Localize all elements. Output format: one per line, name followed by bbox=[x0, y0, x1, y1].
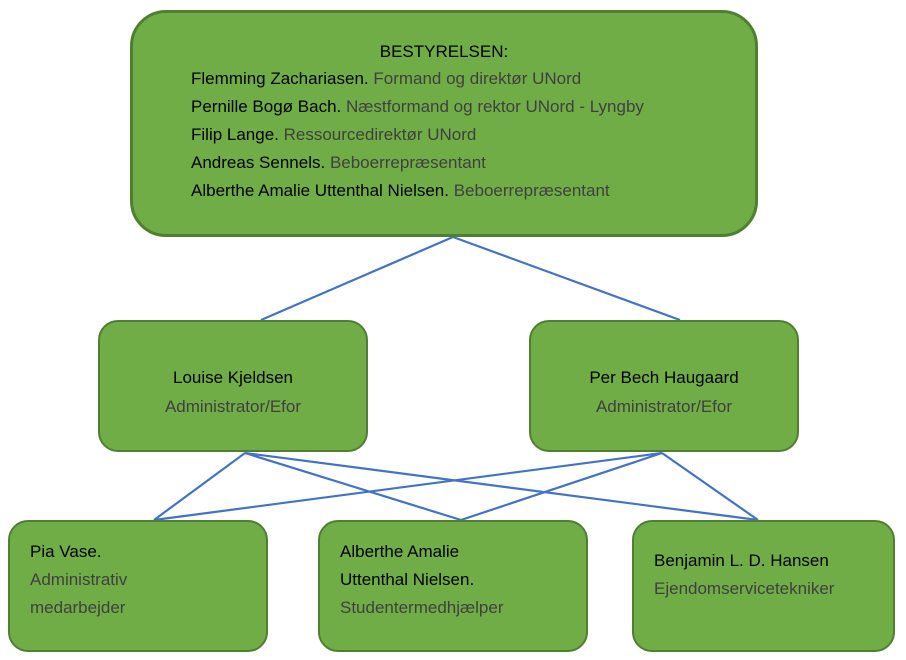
connector-admin-left-staff-1 bbox=[153, 452, 246, 521]
staff-role: medarbejder bbox=[30, 598, 126, 617]
staff-role: Studentermedhjælper bbox=[340, 598, 504, 617]
staff-role: Ejendomservicetekniker bbox=[654, 579, 835, 598]
staff-box-alberthe-nielsen: Alberthe Amalie Uttenthal Nielsen. Stude… bbox=[318, 520, 588, 652]
board-member-role: Ressourcedirektør UNord bbox=[283, 125, 477, 144]
board-member-role: Næstformand og rektor UNord - Lyngby bbox=[345, 97, 644, 116]
board-box: BESTYRELSEN: Flemming Zachariasen. Forma… bbox=[130, 10, 758, 237]
board-member-role: Formand og direktør UNord bbox=[373, 69, 582, 88]
staff-box-benjamin-hansen: Benjamin L. D. Hansen Ejendomservicetekn… bbox=[632, 520, 895, 652]
connector-board-admin-right bbox=[452, 235, 681, 322]
administrator-role: Administrator/Efor bbox=[164, 397, 302, 416]
administrator-box-right: Per Bech Haugaard Administrator/Efor bbox=[529, 320, 799, 452]
staff-box-pia-vase: Pia Vase. Administrativ medarbejder bbox=[8, 520, 268, 652]
connector-admin-left-staff-3 bbox=[244, 451, 759, 522]
staff-name: Uttenthal Nielsen. bbox=[340, 570, 475, 589]
connector-admin-right-staff-3 bbox=[661, 452, 759, 521]
staff-role: Administrativ bbox=[30, 570, 128, 589]
board-member-name: Pernille Bogø Bach. bbox=[191, 97, 342, 116]
connector-admin-left-staff-2 bbox=[244, 451, 462, 522]
board-member-name: Andreas Sennels. bbox=[191, 153, 326, 172]
administrator-name: Per Bech Haugaard bbox=[589, 368, 739, 387]
board-member-role: Beboerrepræsentant bbox=[453, 181, 610, 200]
staff-name: Alberthe Amalie bbox=[340, 542, 460, 561]
board-member: Filip Lange. Ressourcedirektør UNord bbox=[191, 124, 644, 152]
connector-admin-right-staff-2 bbox=[460, 451, 663, 522]
administrator-box-left: Louise Kjeldsen Administrator/Efor bbox=[98, 320, 368, 452]
board-member-role: Beboerrepræsentant bbox=[329, 153, 486, 172]
board-member-list: Flemming Zachariasen. Formand og direktø… bbox=[191, 68, 644, 208]
connector-admin-right-staff-1 bbox=[153, 451, 663, 522]
board-member-name: Flemming Zachariasen. bbox=[191, 69, 369, 88]
board-member: Alberthe Amalie Uttenthal Nielsen. Beboe… bbox=[191, 180, 644, 208]
board-member: Pernille Bogø Bach. Næstformand og rekto… bbox=[191, 96, 644, 124]
staff-name: Pia Vase. bbox=[30, 542, 102, 561]
staff-name: Benjamin L. D. Hansen bbox=[654, 551, 829, 570]
board-heading: BESTYRELSEN: bbox=[379, 42, 509, 61]
administrator-role: Administrator/Efor bbox=[595, 397, 733, 416]
board-member: Andreas Sennels. Beboerrepræsentant bbox=[191, 152, 644, 180]
board-member: Flemming Zachariasen. Formand og direktø… bbox=[191, 68, 644, 96]
connector-board-admin-left bbox=[260, 235, 454, 322]
board-member-name: Filip Lange. bbox=[191, 125, 279, 144]
board-member-name: Alberthe Amalie Uttenthal Nielsen. bbox=[191, 181, 449, 200]
administrator-name: Louise Kjeldsen bbox=[172, 368, 294, 387]
